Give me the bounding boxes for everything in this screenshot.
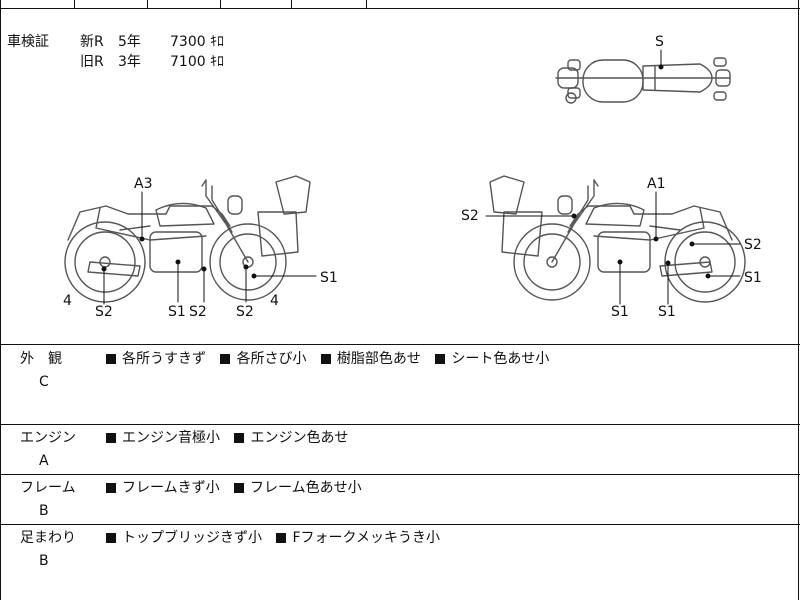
condition-grade: B (39, 553, 49, 569)
damage-label: S1 (168, 304, 186, 320)
frame-left (0, 0, 1, 600)
damage-label: 4 (270, 293, 279, 309)
inspection-label: 車検証 (7, 34, 49, 50)
header-cell (221, 0, 292, 8)
damage-label: S2 (189, 304, 207, 320)
damage-diagram (64, 49, 746, 305)
damage-label: S2 (236, 304, 254, 320)
bullet-square-icon (106, 533, 116, 543)
bullet-square-icon (435, 354, 446, 364)
diagram-bottom-line (0, 344, 800, 345)
condition-grade: B (39, 503, 49, 519)
damage-label: S2 (461, 208, 479, 224)
damage-label: 4 (63, 293, 72, 309)
row-divider (0, 424, 800, 425)
inspection-amount: 7300 (170, 34, 206, 50)
inspection-amount: 7100 (170, 54, 206, 70)
bullet-square-icon (106, 354, 116, 364)
condition-category: 足まわり (20, 530, 76, 546)
condition-note: Fフォークメッキうき小 (292, 530, 440, 546)
damage-label: A3 (134, 176, 153, 192)
damage-markers (101, 49, 741, 305)
inspection-type: 新R (80, 34, 104, 50)
damage-label: S1 (658, 304, 676, 320)
condition-note: シート色あせ小 (451, 351, 550, 367)
top-view-label: S (655, 34, 664, 50)
condition-note: エンジン色あせ (250, 430, 349, 446)
bullet-square-icon (276, 533, 287, 543)
motorcycle-left-view (64, 175, 311, 303)
condition-notes: トップブリッジきず小 Fフォークメッキうき小 (106, 528, 450, 548)
damage-label: S1 (611, 304, 629, 320)
condition-notes: 各所うすきず 各所さび小 樹脂部色あせ シート色あせ小 (106, 349, 559, 369)
bullet-square-icon (106, 433, 116, 443)
condition-note: 各所さび小 (236, 351, 307, 367)
bullet-square-icon (320, 354, 331, 364)
condition-note: 樹脂部色あせ (336, 351, 421, 367)
frame-right (798, 0, 799, 600)
bullet-square-icon (234, 433, 245, 443)
bullet-square-icon (106, 483, 116, 493)
row-divider (0, 524, 800, 525)
bullet-square-icon (234, 483, 245, 493)
condition-grade: C (39, 374, 49, 390)
inspection-type: 旧R (80, 54, 104, 70)
condition-note: フレームきず小 (122, 480, 220, 496)
header-cell (0, 0, 75, 8)
inspection-unit: ｷﾛ (210, 34, 224, 50)
damage-label: S2 (744, 237, 762, 253)
damage-label: A1 (647, 176, 666, 192)
condition-note: 各所うすきず (122, 351, 206, 367)
condition-notes: フレームきず小 フレーム色あせ小 (106, 478, 372, 498)
inspection-unit: ｷﾛ (210, 54, 224, 70)
condition-note: トップブリッジきず小 (122, 530, 262, 546)
condition-note: フレーム色あせ小 (250, 480, 362, 496)
condition-note: エンジン音極小 (122, 430, 220, 446)
condition-category: フレーム (20, 480, 76, 496)
row-divider (0, 474, 800, 475)
header-bottom-line (0, 8, 800, 9)
inspection-block: 車検証 新R 5年 7300 ｷﾛ 旧R 3年 7100 ｷﾛ (0, 0, 260, 80)
motorcycle-top-view (555, 57, 731, 104)
damage-label: S1 (744, 270, 762, 286)
condition-grade: A (39, 453, 49, 469)
condition-category: 外 観 (20, 351, 62, 367)
condition-notes: エンジン音極小 エンジン色あせ (106, 428, 358, 448)
header-cell (75, 0, 148, 8)
inspection-years: 5年 (118, 34, 141, 50)
bullet-square-icon (220, 354, 231, 364)
header-cell (292, 0, 367, 8)
damage-label: S1 (320, 270, 338, 286)
header-cell (148, 0, 221, 8)
condition-category: エンジン (20, 430, 76, 446)
inspection-years: 3年 (118, 54, 141, 70)
damage-label: S2 (95, 304, 113, 320)
motorcycle-right-view (489, 175, 746, 303)
